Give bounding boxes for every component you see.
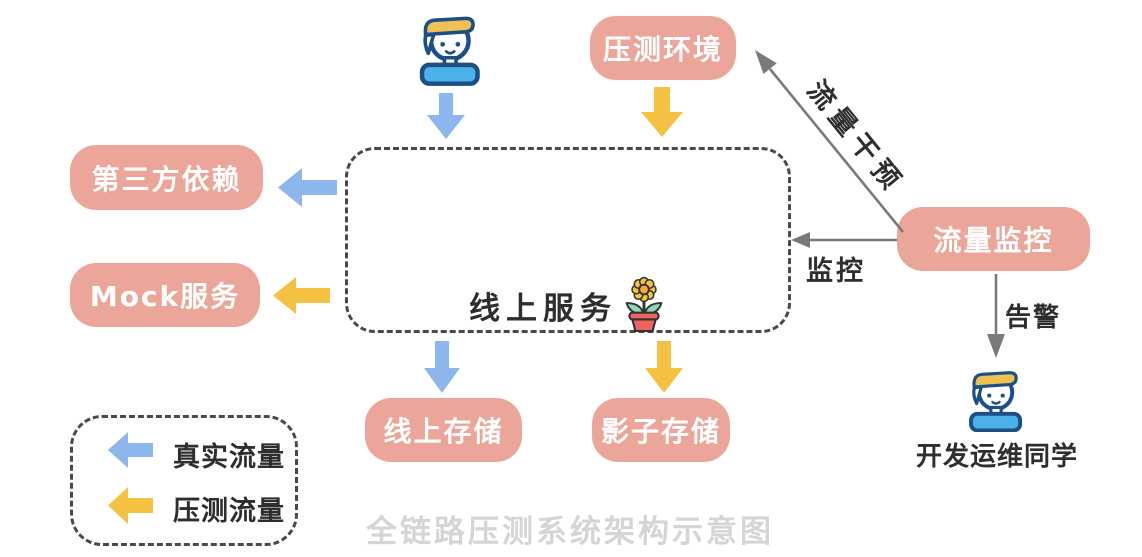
alert-arrow: [987, 274, 1005, 358]
diagram-title: 全链路压测系统架构示意图: [366, 514, 774, 550]
node-stress-env: 压测环境: [590, 16, 736, 80]
node-mock-service: Mock服务: [70, 263, 260, 327]
node-traffic-monitor: 流量监控: [897, 207, 1090, 271]
node-shadow-storage-label: 影子存储: [600, 415, 721, 448]
node-third-party: 第三方依赖: [70, 145, 263, 210]
intervention-arrow: [755, 50, 905, 233]
stress-traffic-arrow-service-to-shadow: [645, 341, 683, 393]
legend-stress-traffic-arrow: [108, 487, 153, 524]
node-shadow-storage: 影子存储: [592, 398, 730, 462]
node-mock-service-label: Mock服务: [89, 280, 241, 313]
node-traffic-monitor-label: 流量监控: [933, 224, 1054, 257]
node-online-service-label: 线上服务: [469, 290, 617, 327]
node-online-storage-label: 线上存储: [383, 415, 504, 448]
real-traffic-arrow-service-to-thirdparty: [278, 168, 337, 207]
stress-traffic-arrow-service-to-mock: [273, 277, 330, 314]
legend-stress-traffic-label: 压测流量: [173, 496, 285, 527]
user-icon: [419, 16, 480, 86]
monitor-arrow: [791, 232, 897, 248]
edge-label-alert: 告警: [1005, 303, 1062, 333]
node-online-storage: 线上存储: [365, 398, 522, 462]
flower-pot-icon: [625, 276, 663, 332]
legend-box: [70, 415, 298, 546]
real-traffic-arrow-service-to-storage: [424, 341, 460, 393]
legend-real-traffic-label: 真实流量: [173, 442, 285, 473]
devops-user-icon: [969, 371, 1023, 432]
devops-user-label: 开发运维同学: [915, 442, 1078, 472]
stress-traffic-arrow-env-to-service: [641, 87, 683, 137]
node-stress-env-label: 压测环境: [602, 33, 723, 66]
edge-label-monitor: 监控: [806, 256, 866, 287]
node-online-service: 线上服务: [345, 147, 791, 333]
real-traffic-arrow-user-to-service: [427, 93, 465, 139]
legend-real-traffic-arrow: [108, 432, 153, 468]
node-third-party-label: 第三方依赖: [91, 162, 242, 196]
